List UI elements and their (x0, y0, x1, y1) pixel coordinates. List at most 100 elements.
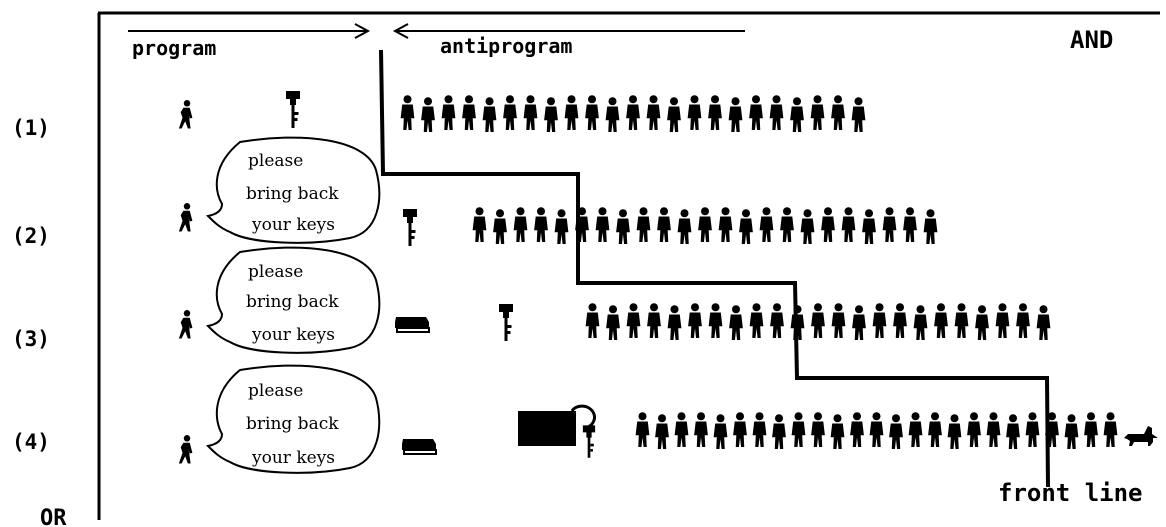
standing-person-icon (780, 207, 794, 242)
front-line-label: front line (998, 479, 1143, 507)
speech-bubble-line-3: your keys (251, 215, 335, 235)
standing-person-icon (790, 97, 804, 132)
standing-person-icon (554, 209, 569, 244)
standing-person-icon (462, 95, 476, 130)
standing-person-icon (493, 209, 507, 244)
standing-person-icon (752, 412, 767, 447)
standing-person-icon (708, 95, 722, 130)
standing-person-icon (967, 412, 981, 447)
standing-person-icon (1064, 414, 1079, 449)
standing-person-icon (928, 412, 942, 447)
standing-person-icon (616, 209, 630, 244)
speech-bubble-line-3: your keys (251, 448, 335, 468)
standing-person-icon (862, 209, 876, 244)
program-label: program (132, 36, 216, 60)
standing-person-icon (850, 412, 864, 447)
speech-bubble-line-1: please (248, 151, 303, 171)
standing-person-icon (688, 303, 702, 338)
walking-person-icon (178, 100, 193, 129)
standing-person-icon (810, 95, 825, 130)
standing-person-icon (585, 303, 600, 338)
standing-person-icon (811, 412, 825, 447)
speech-bubble-line-3: your keys (251, 325, 335, 345)
speech-bubble-line-1: please (248, 381, 303, 401)
standing-person-icon (694, 412, 708, 447)
standing-person-icon (544, 97, 558, 132)
standing-person-icon (1036, 305, 1051, 340)
standing-person-icon (852, 305, 866, 340)
standing-person-icon (869, 412, 884, 447)
standing-person-icon (954, 303, 969, 338)
walking-person-icon (178, 203, 193, 232)
standing-person-icon (636, 207, 651, 242)
standing-person-icon (472, 207, 487, 242)
standing-person-icon (595, 207, 610, 242)
standing-person-icon (667, 97, 681, 132)
standing-person-icon (1006, 414, 1020, 449)
standing-person-icon (534, 207, 548, 242)
standing-person-icon (674, 412, 689, 447)
row-number-1: (1) (12, 116, 50, 140)
crowd-row-2 (472, 207, 938, 244)
program-arrow (128, 23, 371, 39)
standing-person-icon (889, 414, 903, 449)
key-icon (286, 91, 300, 128)
row-number-4: (4) (12, 430, 50, 454)
speech-bubble-icon (205, 246, 381, 354)
antiprogram-label: antiprogram (440, 34, 572, 58)
walking-person-icon (178, 435, 193, 464)
standing-person-icon (975, 305, 989, 340)
standing-person-icon (667, 305, 682, 340)
standing-person-icon (749, 95, 763, 130)
standing-person-icon (800, 209, 815, 244)
standing-person-icon (830, 414, 845, 449)
standing-person-icon (503, 95, 517, 130)
standing-person-icon (647, 303, 661, 338)
standing-person-icon (923, 209, 938, 244)
standing-person-icon (1084, 412, 1098, 447)
standing-person-icon (713, 414, 728, 449)
crowd-row-3 (585, 303, 1051, 340)
standing-person-icon (400, 95, 415, 130)
standing-person-icon (1016, 303, 1030, 338)
standing-person-icon (947, 414, 962, 449)
standing-person-icon (482, 97, 497, 132)
and-label: AND (1070, 26, 1113, 54)
speech-bubble-icon (205, 136, 381, 244)
standing-person-icon (657, 207, 671, 242)
standing-person-icon (728, 97, 743, 132)
standing-person-icon (770, 303, 784, 338)
row-number-2: (2) (12, 224, 50, 248)
standing-person-icon (791, 412, 806, 447)
dog-icon (1124, 426, 1158, 446)
standing-person-icon (646, 95, 661, 130)
standing-person-icon (718, 207, 733, 242)
key-icon (582, 425, 596, 458)
standing-person-icon (605, 97, 620, 132)
standing-person-icon (677, 209, 692, 244)
standing-person-icon (441, 95, 456, 130)
standing-person-icon (585, 95, 599, 130)
key-icon (499, 304, 513, 341)
standing-person-icon (523, 95, 538, 130)
standing-person-icon (729, 305, 743, 340)
crowd-row-1 (400, 95, 866, 132)
standing-person-icon (821, 207, 835, 242)
standing-person-icon (913, 305, 928, 340)
standing-person-icon (893, 303, 907, 338)
key-icon (403, 209, 417, 246)
key-fob-weight-icon (394, 316, 430, 333)
standing-person-icon (687, 95, 702, 130)
standing-person-icon (606, 305, 620, 340)
standing-person-icon (841, 207, 856, 242)
speech-bubble-line-1: please (248, 262, 303, 282)
crowd-row-4 (635, 412, 1118, 449)
standing-person-icon (934, 303, 948, 338)
standing-person-icon (513, 207, 528, 242)
standing-person-icon (733, 412, 747, 447)
key-fob-weight-icon (401, 438, 437, 455)
antiprogram-arrow (392, 23, 745, 39)
standing-person-icon (995, 303, 1010, 338)
standing-person-icon (635, 412, 650, 447)
standing-person-icon (749, 303, 764, 338)
